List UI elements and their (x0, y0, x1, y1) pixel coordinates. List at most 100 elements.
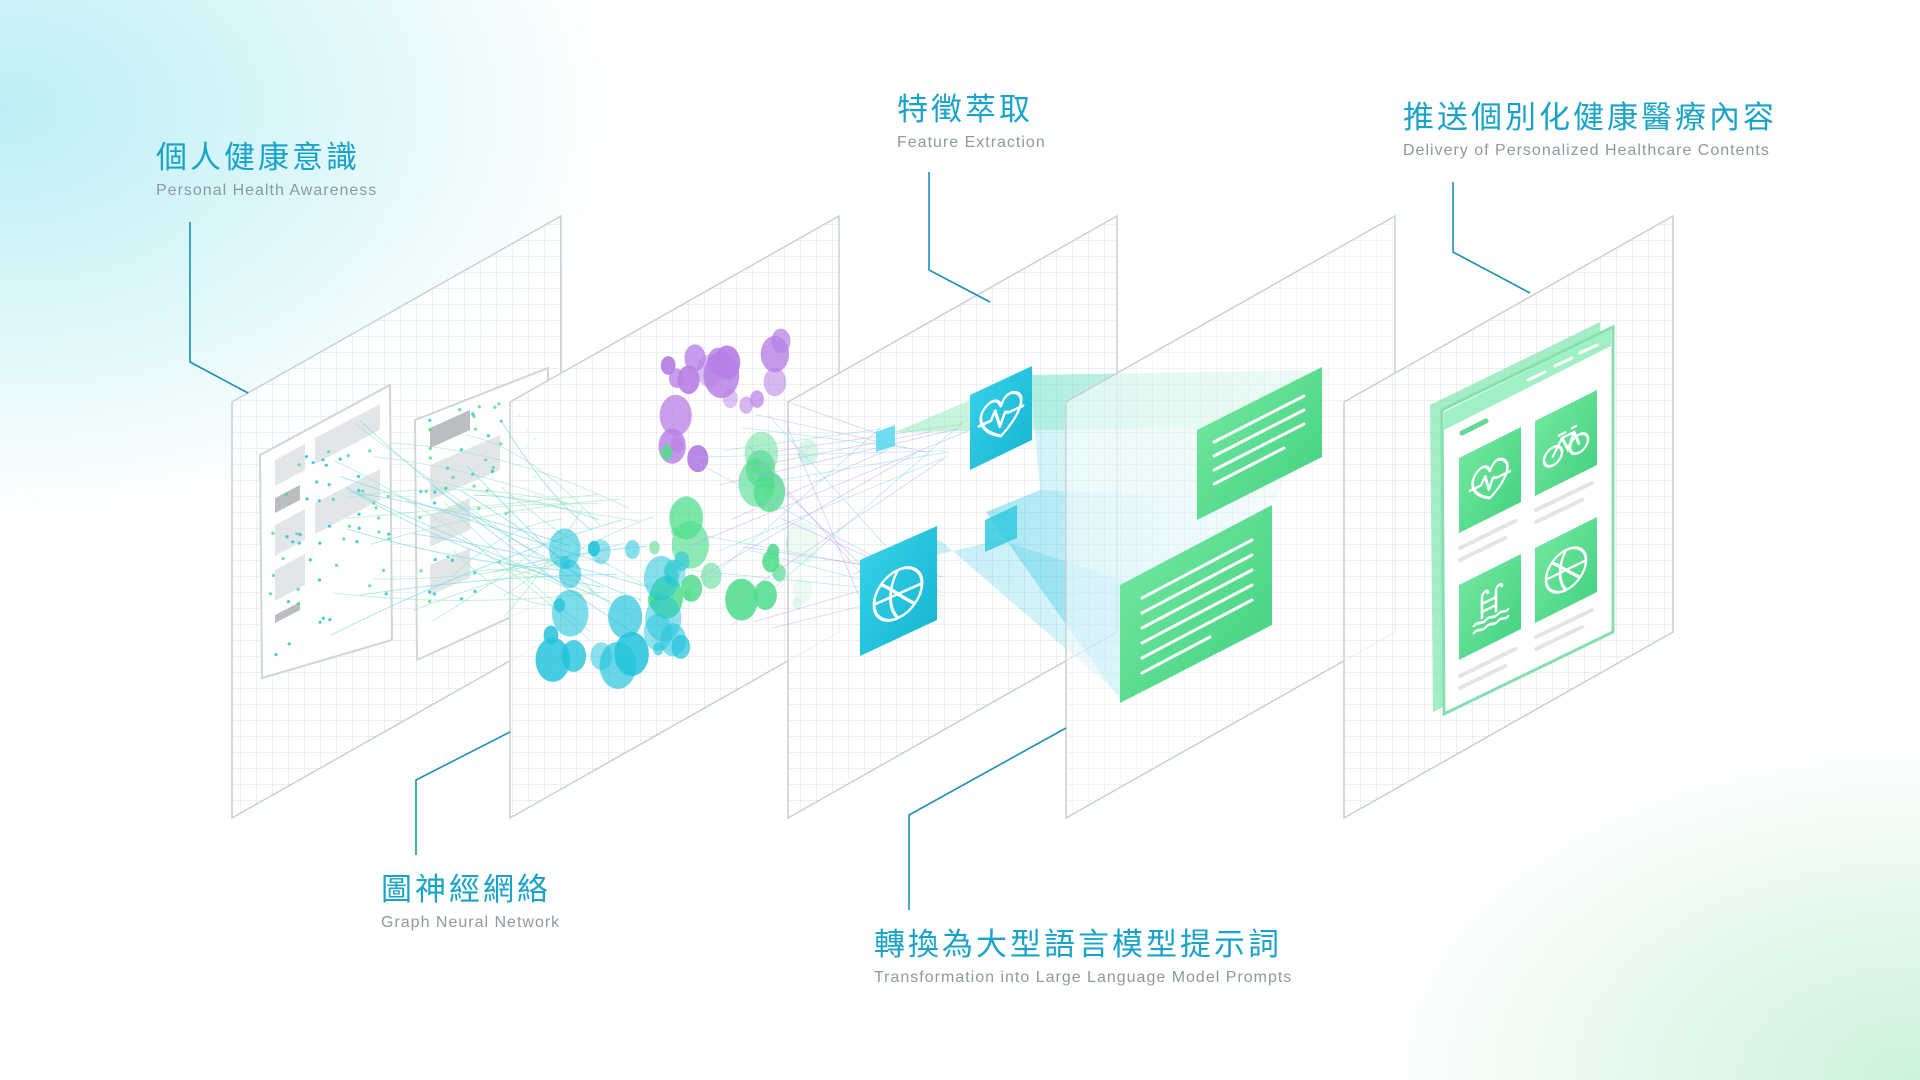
data-dot (328, 483, 331, 486)
data-dot (434, 558, 437, 561)
data-dot (357, 489, 360, 492)
data-dot (318, 499, 321, 502)
data-dot (361, 490, 364, 493)
gnn-node (671, 635, 690, 659)
label-personal-health-zh: 個人健康意識 (156, 138, 377, 178)
gnn-node (552, 590, 589, 637)
gnn-node (590, 642, 612, 670)
data-dot (357, 475, 360, 478)
data-dot (375, 506, 378, 509)
data-dot (497, 402, 500, 405)
gnn-node (660, 395, 692, 436)
label-gnn-zh: 圖神經網絡 (381, 870, 560, 910)
gnn-node (714, 346, 740, 380)
data-dot (428, 428, 431, 431)
data-dot (298, 463, 301, 466)
data-dot (271, 532, 274, 535)
gnn-node (661, 356, 676, 375)
data-dot (478, 405, 481, 408)
data-dot (347, 454, 350, 457)
data-dot (355, 540, 358, 543)
label-delivery-en: Delivery of Personalized Healthcare Cont… (1403, 142, 1777, 160)
data-dot (322, 617, 325, 620)
data-dot (342, 537, 345, 540)
gnn-node (625, 540, 640, 559)
data-dot (298, 542, 301, 545)
data-dot (269, 592, 272, 595)
data-dot (285, 535, 288, 538)
gnn-node (771, 329, 790, 354)
data-dot (309, 558, 312, 561)
data-dot (473, 590, 476, 593)
data-dot (377, 516, 380, 519)
data-dot (318, 578, 321, 581)
label-personal-health: 個人健康意識 Personal Health Awareness (156, 138, 377, 200)
label-gnn: 圖神經網絡 Graph Neural Network (381, 870, 560, 932)
data-dot (487, 434, 490, 437)
data-dot (429, 447, 432, 450)
gnn-node (723, 389, 738, 408)
label-gnn-en: Graph Neural Network (381, 914, 560, 932)
data-dot (368, 584, 371, 587)
data-dot (306, 497, 309, 500)
data-dot (287, 600, 290, 603)
gnn-node (687, 445, 708, 472)
gnn-node (764, 368, 787, 397)
data-dot (339, 458, 342, 461)
data-dot (429, 456, 432, 459)
data-dot (473, 485, 476, 488)
data-dot (335, 564, 338, 567)
gnn-node (561, 640, 586, 672)
data-dot (458, 408, 461, 411)
connector-gnn (416, 732, 510, 855)
data-dot (491, 470, 494, 473)
label-delivery-zh: 推送個別化健康醫療內容 (1403, 98, 1777, 138)
data-dot (332, 498, 335, 501)
connector-feature-extraction (929, 172, 990, 302)
data-dot (499, 442, 502, 445)
gnn-node (608, 595, 642, 639)
data-dot (295, 532, 298, 535)
gnn-node (588, 541, 600, 556)
data-dot (299, 533, 302, 536)
gnn-node (665, 575, 672, 584)
label-llm-prompts-en: Transformation into Large Language Model… (874, 969, 1292, 987)
data-dot (318, 542, 321, 545)
data-dot (348, 525, 351, 528)
data-dot (471, 412, 474, 415)
data-dot (446, 555, 449, 558)
data-dot (305, 455, 308, 458)
data-dot (358, 527, 361, 530)
data-dot (433, 592, 436, 595)
data-dot (315, 480, 318, 483)
data-dot (357, 513, 360, 516)
data-dot (387, 533, 390, 536)
data-dot (387, 495, 390, 498)
data-dot (377, 531, 380, 534)
data-dot (368, 449, 371, 452)
data-dot (460, 597, 463, 600)
connector-personal-health (190, 222, 248, 393)
data-dot (288, 642, 291, 645)
data-dot (321, 458, 324, 461)
data-dot (433, 501, 436, 504)
gnn-node (653, 642, 663, 655)
data-dot (272, 574, 275, 577)
data-dot (297, 602, 300, 605)
data-dot (428, 590, 431, 593)
label-feature-extraction-en: Feature Extraction (897, 134, 1046, 152)
data-dot (291, 540, 294, 543)
data-dot (493, 406, 496, 409)
data-dot (385, 592, 388, 595)
data-dot (297, 588, 300, 591)
data-dot (382, 569, 385, 572)
gnn-node (762, 550, 779, 572)
label-feature-extraction-zh: 特徵萃取 (897, 90, 1046, 130)
label-personal-health-en: Personal Health Awareness (156, 182, 377, 200)
gnn-node (661, 445, 673, 460)
label-feature-extraction: 特徵萃取 Feature Extraction (897, 90, 1046, 152)
connector-delivery (1453, 182, 1530, 293)
data-dot (484, 458, 487, 461)
data-dot (319, 621, 322, 624)
gnn-node (684, 344, 705, 371)
